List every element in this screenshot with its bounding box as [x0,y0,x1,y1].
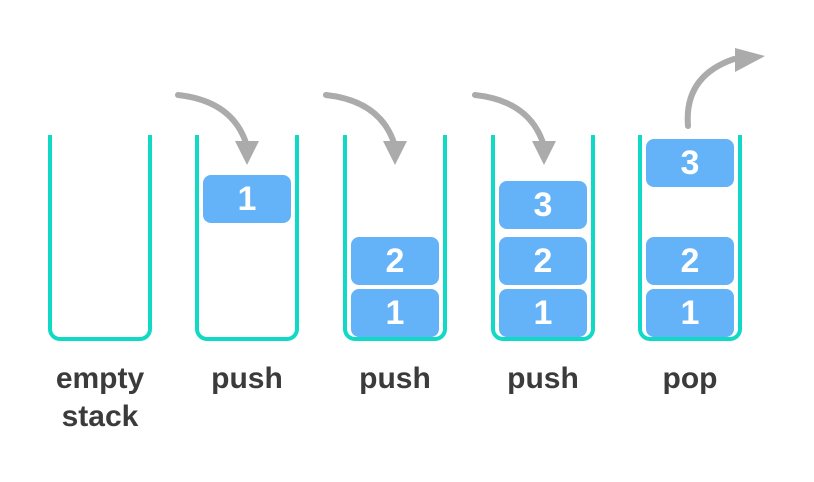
stack-container-pop: 3 2 1 [638,135,742,341]
stack-container-push3: 3 2 1 [491,135,595,341]
stack-label-pop: pop [662,362,718,395]
stack-element: 1 [499,289,587,337]
stack-element: 2 [646,237,734,285]
stack-element: 1 [646,289,734,337]
stack-label-push3: push [507,362,579,395]
stack-label-push2: push [359,362,431,395]
pop-arrow-icon [684,48,765,129]
stack-element: 2 [499,237,587,285]
push-arrow-icon [323,92,407,165]
stack-label-push1: push [211,362,283,395]
stack-element: 1 [203,175,291,223]
stack-element: 3 [499,181,587,229]
push-arrow-icon [175,92,259,165]
stack-container-push2: 2 1 [343,135,447,341]
push-arrow-icon [472,92,556,165]
stack-container-empty [48,135,152,341]
stack-element: 2 [351,237,439,285]
stack-element: 3 [646,139,734,187]
stack-label-empty: empty stack [55,362,145,433]
stack-container-push1: 1 [195,135,299,341]
stack-element: 1 [351,289,439,337]
